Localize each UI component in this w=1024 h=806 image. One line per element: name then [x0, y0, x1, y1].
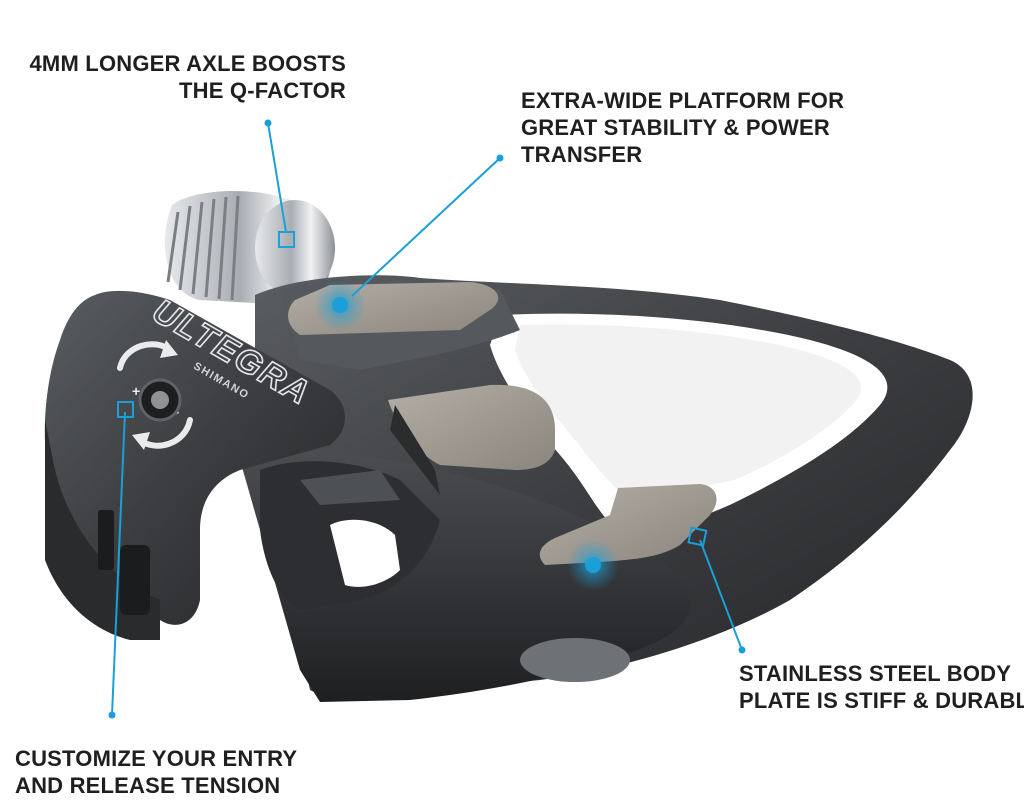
tension-adjust: + − [117, 340, 193, 450]
callout-platform: EXTRA-WIDE PLATFORM FOR GREAT STABILITY … [521, 87, 844, 168]
svg-text:+: + [132, 383, 140, 399]
callout-tension-line-2: AND RELEASE TENSION [15, 773, 281, 798]
tension-leader-line [111, 411, 126, 716]
axle-marker-box [278, 231, 295, 248]
steel-leader-dot [738, 646, 746, 654]
callout-axle-line-1: 4MM LONGER AXLE BOOSTS [29, 51, 346, 76]
pedal-body [240, 275, 973, 702]
platform-leader-dot [496, 154, 504, 162]
axle-leader-dot [264, 119, 272, 127]
highlight-markers [314, 279, 619, 591]
callout-axle-line-2: THE Q-FACTOR [179, 78, 346, 103]
callout-steel: STAINLESS STEEL BODY PLATE IS STIFF & DU… [739, 660, 1024, 714]
tension-marker-box [117, 401, 134, 418]
callout-platform-line-1: EXTRA-WIDE PLATFORM FOR [521, 88, 845, 113]
tension-leader-dot [108, 711, 116, 719]
steel-marker-box [687, 526, 708, 547]
leader-lines [111, 122, 743, 716]
axle-leader-line [267, 122, 287, 233]
callout-platform-line-3: TRANSFER [521, 142, 643, 167]
callout-tension: CUSTOMIZE YOUR ENTRY AND RELEASE TENSION [15, 745, 297, 799]
callout-steel-line-1: STAINLESS STEEL BODY [739, 661, 1012, 686]
callout-platform-line-2: GREAT STABILITY & POWER [521, 115, 830, 140]
callout-steel-line-2: PLATE IS STIFF & DURABLE [739, 688, 1024, 713]
callout-tension-line-1: CUSTOMIZE YOUR ENTRY [15, 746, 298, 771]
callout-axle: 4MM LONGER AXLE BOOSTS THE Q-FACTOR [30, 50, 347, 104]
leader-endpoints [108, 119, 746, 719]
platform-leader-line [351, 157, 501, 297]
steel-leader-line [699, 539, 743, 651]
